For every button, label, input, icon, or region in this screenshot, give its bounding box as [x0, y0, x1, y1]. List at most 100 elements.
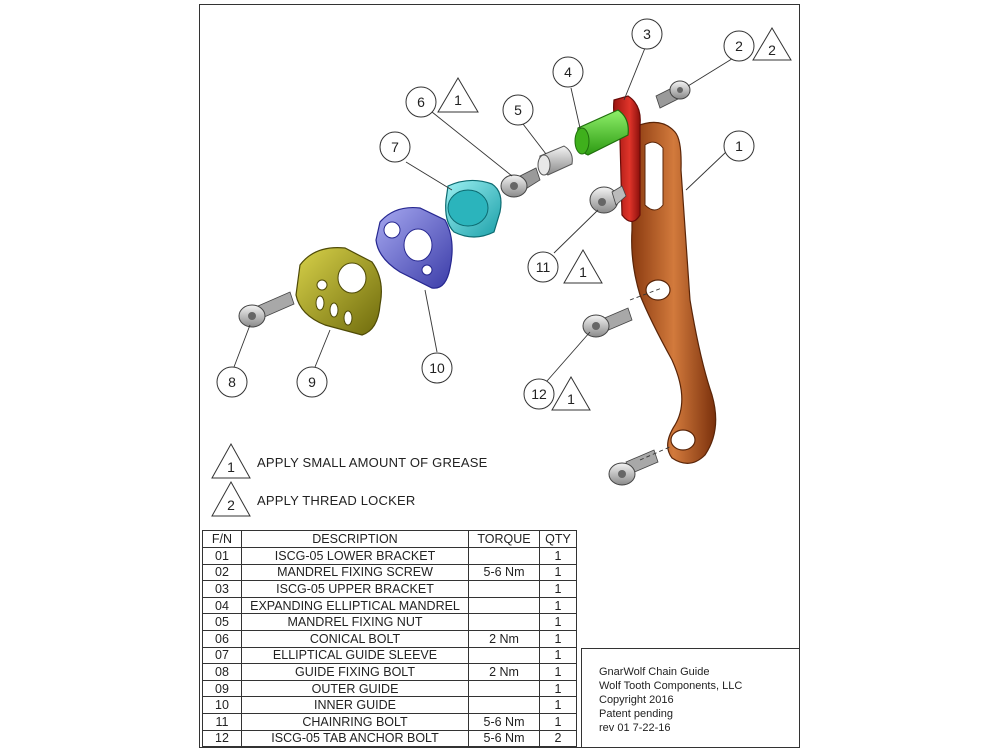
- table-row: 10 INNER GUIDE 1: [202, 696, 577, 714]
- callout-5-label: 5: [514, 102, 522, 118]
- cell-torque: [468, 580, 540, 598]
- tab-anchor-bolt-lower-part: [608, 449, 659, 486]
- cell-qty: 1: [539, 580, 577, 598]
- cell-fn: 02: [202, 563, 242, 582]
- header-torque: TORQUE: [468, 530, 540, 548]
- header-description: DESCRIPTION: [241, 530, 469, 548]
- cell-description: ELLIPTICAL GUIDE SLEEVE: [241, 646, 469, 665]
- table-row: 11 CHAINRING BOLT 5-6 Nm 1: [202, 712, 577, 731]
- cell-fn: 07: [202, 646, 242, 665]
- flag-callout-11: 1: [563, 248, 603, 284]
- cell-qty: 1: [539, 679, 577, 698]
- table-row: 07 ELLIPTICAL GUIDE SLEEVE 1: [202, 646, 577, 665]
- cell-torque: 2 Nm: [468, 629, 540, 648]
- callout-2: 2: [723, 30, 755, 62]
- cell-fn: 10: [202, 696, 242, 714]
- table-row: 06 CONICAL BOLT 2 Nm 1: [202, 629, 577, 648]
- leader-lines: [233, 47, 736, 461]
- header-qty: QTY: [539, 530, 577, 548]
- cell-torque: [468, 646, 540, 665]
- cell-qty: 1: [539, 547, 577, 565]
- cell-torque: [468, 596, 540, 615]
- cell-qty: 1: [539, 646, 577, 665]
- drawing-sheet-border: [199, 4, 800, 748]
- note-thread-text: APPLY THREAD LOCKER: [257, 493, 415, 508]
- note-grease-flag: 1: [227, 459, 235, 475]
- flag-callout-6: 1: [437, 77, 479, 113]
- cell-fn: 11: [202, 712, 242, 731]
- callout-3: 3: [631, 18, 663, 50]
- conical-bolt-part: [500, 167, 541, 198]
- cell-description: CONICAL BOLT: [241, 629, 469, 648]
- table-row: 04 EXPANDING ELLIPTICAL MANDREL 1: [202, 596, 577, 615]
- mandrel-part: [574, 109, 629, 156]
- callout-4: 4: [552, 56, 584, 88]
- note-grease: 1 APPLY SMALL AMOUNT OF GREASE: [211, 442, 488, 479]
- cell-torque: 5-6 Nm: [468, 712, 540, 731]
- mandrel-fixing-screw-part: [655, 80, 691, 109]
- callout-11-label: 11: [536, 259, 551, 275]
- callout-9-label: 9: [308, 374, 316, 390]
- callout-8: 8: [216, 366, 248, 398]
- title-copyright: Copyright 2016: [599, 694, 674, 706]
- cell-fn: 04: [202, 596, 242, 615]
- callout-12-label: 12: [531, 386, 547, 402]
- callout-3-label: 3: [643, 26, 651, 42]
- title-patent: Patent pending: [599, 708, 674, 720]
- cell-torque: [468, 679, 540, 698]
- table-row: 08 GUIDE FIXING BOLT 2 Nm 1: [202, 663, 577, 681]
- callout-10: 10: [421, 352, 453, 384]
- cell-description: MANDREL FIXING SCREW: [241, 563, 469, 582]
- callout-1-label: 1: [735, 138, 743, 154]
- cell-fn: 08: [202, 663, 242, 681]
- cell-fn: 09: [202, 679, 242, 698]
- cell-torque: [468, 613, 540, 631]
- table-header-row: F/N DESCRIPTION TORQUE QTY: [202, 530, 577, 548]
- flag-callout-12-label: 1: [567, 391, 575, 407]
- callout-11: 11: [527, 251, 559, 283]
- callout-4-label: 4: [564, 64, 572, 80]
- lower-bracket-part: [631, 121, 717, 464]
- table-row: 03 ISCG-05 UPPER BRACKET 1: [202, 580, 577, 598]
- cell-torque: [468, 547, 540, 565]
- cell-description: ISCG-05 UPPER BRACKET: [241, 580, 469, 598]
- callout-9: 9: [296, 366, 328, 398]
- title-revision: rev 01 7-22-16: [599, 722, 671, 734]
- cell-description: ISCG-05 TAB ANCHOR BOLT: [241, 729, 469, 748]
- callout-6-label: 6: [417, 94, 425, 110]
- callout-12: 12: [523, 378, 555, 410]
- cell-fn: 01: [202, 547, 242, 565]
- note-thread-locker: 2 APPLY THREAD LOCKER: [211, 480, 415, 517]
- callout-6: 6: [405, 86, 437, 118]
- callout-8-label: 8: [228, 374, 236, 390]
- note-thread-flag: 2: [227, 497, 235, 513]
- cell-torque: 5-6 Nm: [468, 729, 540, 748]
- callout-1: 1: [723, 130, 755, 162]
- cell-description: MANDREL FIXING NUT: [241, 613, 469, 631]
- cell-qty: 1: [539, 663, 577, 681]
- table-row: 12 ISCG-05 TAB ANCHOR BOLT 5-6 Nm 2: [202, 729, 577, 748]
- note-grease-text: APPLY SMALL AMOUNT OF GREASE: [257, 455, 488, 470]
- table-row: 09 OUTER GUIDE 1: [202, 679, 577, 698]
- table-row: 05 MANDREL FIXING NUT 1: [202, 613, 577, 631]
- callout-7-label: 7: [391, 139, 399, 155]
- cell-qty: 1: [539, 712, 577, 731]
- flag-callout-2-label: 2: [768, 42, 776, 58]
- flag-callout-12: 1: [551, 375, 591, 411]
- title-product-name: GnarWolf Chain Guide: [599, 666, 710, 678]
- guide-fixing-bolt-part: [238, 291, 295, 328]
- cell-description: OUTER GUIDE: [241, 679, 469, 698]
- cell-fn: 12: [202, 729, 242, 748]
- cell-fn: 05: [202, 613, 242, 631]
- cell-torque: 2 Nm: [468, 663, 540, 681]
- cell-description: ISCG-05 LOWER BRACKET: [241, 547, 469, 565]
- flag-callout-6-label: 1: [454, 92, 462, 108]
- parts-list-table: F/N DESCRIPTION TORQUE QTY 01 ISCG-05 LO…: [202, 530, 577, 748]
- guide-sleeve-part: [445, 179, 502, 238]
- cell-description: CHAINRING BOLT: [241, 712, 469, 731]
- inner-guide-part: [375, 206, 453, 289]
- flag-callout-11-label: 1: [579, 264, 587, 280]
- cell-fn: 06: [202, 629, 242, 648]
- cell-description: GUIDE FIXING BOLT: [241, 663, 469, 681]
- mandrel-fixing-nut-part: [537, 145, 573, 176]
